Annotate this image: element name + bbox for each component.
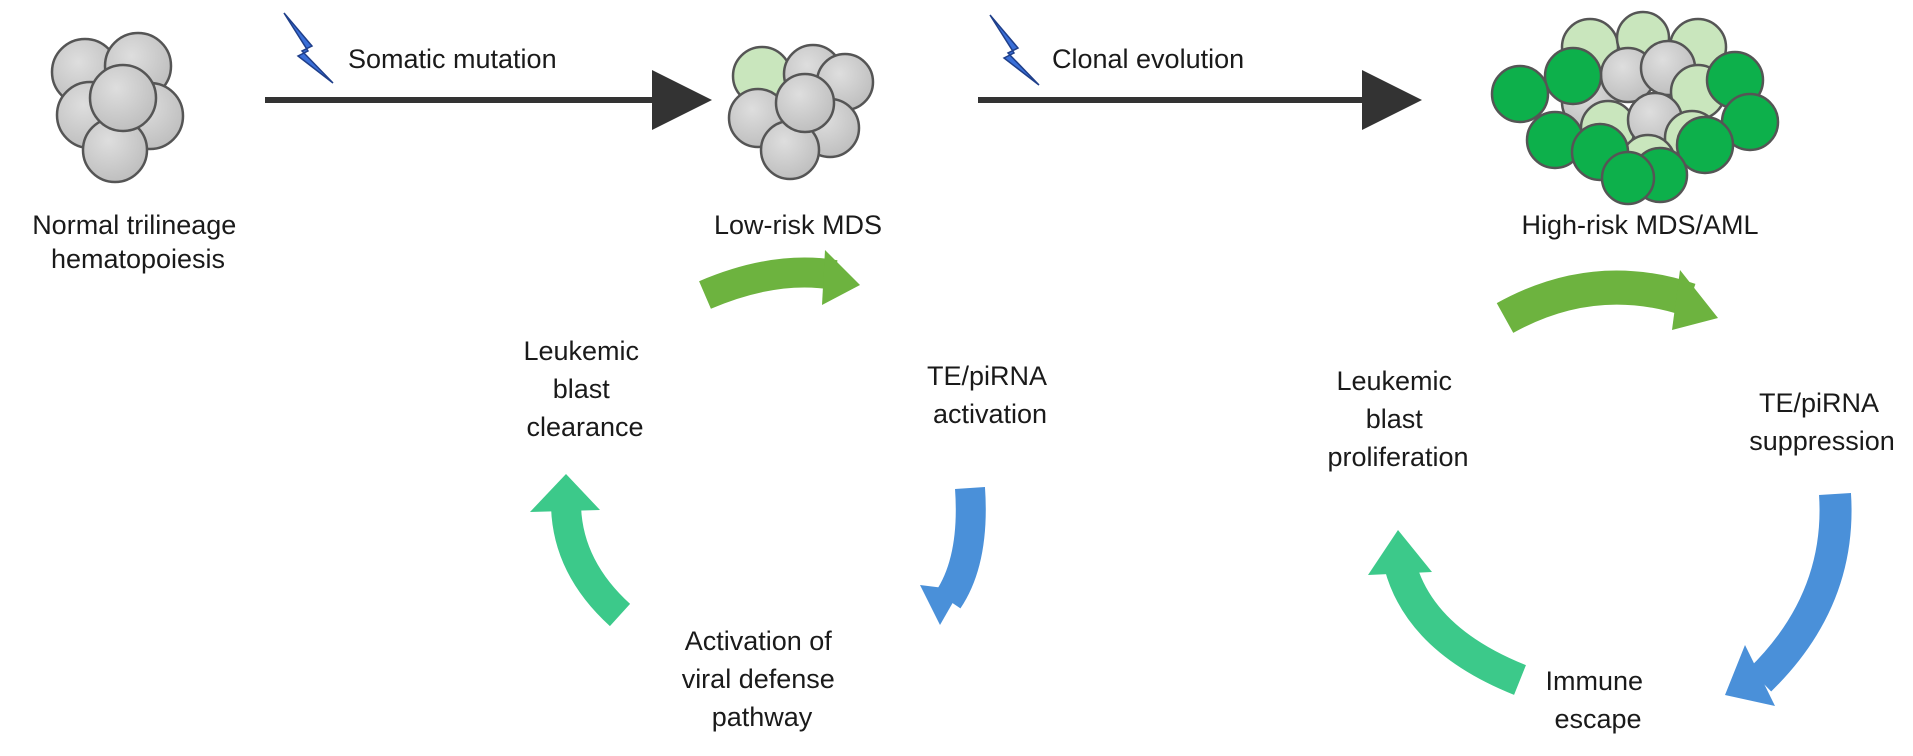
transition-label-clonal: Clonal evolution — [1052, 44, 1244, 74]
blast-proliferation-label: Leukemic blast proliferation — [1327, 366, 1468, 472]
lightning-bolt-icon — [283, 12, 334, 84]
normal-cell-cluster — [50, 31, 185, 184]
cycle-arrow-green — [699, 250, 860, 309]
cycle-arrow-blue — [1725, 492, 1852, 706]
low-risk-cell-cluster — [727, 43, 875, 181]
te-activation-label: TE/piRNA activation — [927, 361, 1053, 429]
lightning-bolt-icon — [989, 14, 1040, 86]
immune-escape-label: Immune escape — [1545, 666, 1650, 734]
cycle-arrow-teal — [1368, 530, 1527, 695]
high-risk-cell-cluster — [1490, 10, 1780, 206]
cycle-arrow-blue — [920, 486, 986, 625]
normal-stage-label: Normal trilineage hematopoiesis — [32, 210, 244, 274]
high-risk-stage-label: High-risk MDS/AML — [1521, 210, 1758, 240]
viral-defense-label: Activation of viral defense pathway — [682, 626, 843, 732]
blast-clearance-label: Leukemic blast clearance — [523, 336, 646, 442]
low-risk-stage-label: Low-risk MDS — [714, 210, 882, 240]
te-suppression-label: TE/piRNA suppression — [1749, 388, 1895, 456]
cycle-arrow-teal — [530, 474, 631, 627]
transition-label-somatic: Somatic mutation — [348, 44, 557, 74]
cycle-arrow-green — [1496, 270, 1718, 333]
